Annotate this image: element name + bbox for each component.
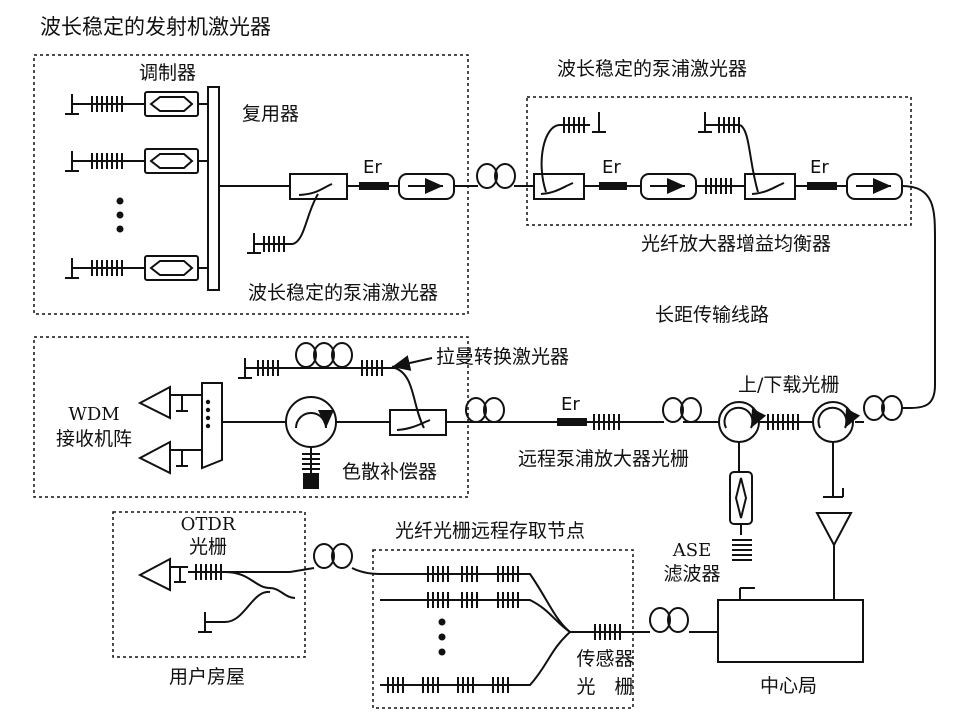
disp-comp-label: 色散补偿器 — [342, 461, 438, 483]
add-drop-label: 上/下载光栅 — [738, 374, 840, 396]
sensor-label: 传感器 — [576, 648, 634, 670]
circulator-2 — [812, 401, 861, 443]
transmitter-group-box — [33, 54, 469, 315]
fiber-spool-2 — [863, 395, 910, 421]
fiber-spool-5 — [649, 607, 689, 633]
mux-label: 复用器 — [242, 103, 300, 125]
fiber-spool-6 — [313, 543, 353, 569]
otdr-grating-label: 光栅 — [188, 536, 228, 558]
pump-bottom-label: 波长稳定的泵浦激光器 — [248, 282, 439, 304]
gain-equalizer-coupler — [744, 173, 796, 200]
channel-ellipsis — [116, 197, 124, 233]
sensor-grating-label: 光 栅 — [576, 676, 634, 698]
modulator-2 — [144, 148, 199, 174]
wdm-label: WDM — [68, 404, 120, 425]
pump-laser-top-2 — [698, 112, 740, 133]
fiber-spool-4 — [446, 397, 505, 423]
long-haul-label: 长距传输线路 — [655, 304, 770, 326]
receiver-1 — [137, 385, 202, 420]
modulator-1 — [144, 91, 199, 117]
dispersion-circulator — [285, 396, 337, 489]
er-label-1: Er — [363, 157, 382, 178]
wdm-array-label: 接收机阵 — [55, 428, 133, 450]
central-office-label: 中心局 — [760, 675, 818, 697]
circulator-1 — [718, 401, 767, 443]
transmitter-title: 波长稳定的发射机激光器 — [40, 15, 271, 39]
raman-laser — [238, 342, 395, 379]
erbium-fiber-1 — [359, 182, 389, 190]
storage-dots — [438, 618, 446, 656]
receiver-group-box — [33, 336, 469, 498]
storage-fanout — [380, 566, 571, 693]
pump-gain-group-box — [526, 96, 912, 226]
user-premises-box — [112, 511, 306, 658]
storage-node-box — [372, 549, 634, 709]
transmitter-channel-2 — [65, 148, 208, 174]
fiber-spool-3 — [662, 397, 702, 423]
storage-node-label: 光纤光栅远程存取节点 — [395, 520, 586, 542]
pump-laser-bottom — [247, 233, 293, 254]
pump-top-title: 波长稳定的泵浦激光器 — [557, 58, 748, 80]
user-receiver — [137, 557, 296, 633]
fiber-spool-1 — [468, 163, 534, 189]
erbium-fiber-3 — [807, 182, 837, 190]
long-haul-fiber — [901, 185, 936, 409]
multiplexer — [207, 86, 220, 291]
ase-filter-label: 滤波器 — [663, 563, 721, 585]
detector-triangle — [815, 512, 853, 548]
er-label-3: Er — [810, 157, 829, 178]
central-office-box — [717, 599, 864, 663]
raman-label: 拉曼转换激光器 — [436, 346, 570, 368]
transmitter-channel-1 — [65, 91, 208, 117]
receiver-2 — [137, 440, 202, 475]
modulator-label: 调制器 — [139, 62, 197, 84]
erbium-fiber-2 — [599, 182, 627, 190]
otdr-label: OTDR — [180, 514, 236, 535]
transmitter-channel-n — [65, 255, 208, 281]
erbium-fiber-4 — [557, 418, 587, 426]
demultiplexer — [201, 382, 223, 470]
user-label: 用户房屋 — [169, 666, 246, 688]
pump-coupler-1 — [289, 173, 348, 200]
demux-dots — [205, 399, 211, 429]
gain-eq-label: 光纤放大器增益均衡器 — [641, 233, 832, 255]
pump-laser-top-1 — [560, 112, 606, 133]
modulator-n — [144, 255, 199, 281]
er-label-2: Er — [602, 157, 621, 178]
er-label-4: Er — [561, 394, 580, 415]
ase-label: ASE — [672, 540, 712, 561]
remote-pump-label: 远程泵浦放大器光栅 — [518, 448, 690, 470]
